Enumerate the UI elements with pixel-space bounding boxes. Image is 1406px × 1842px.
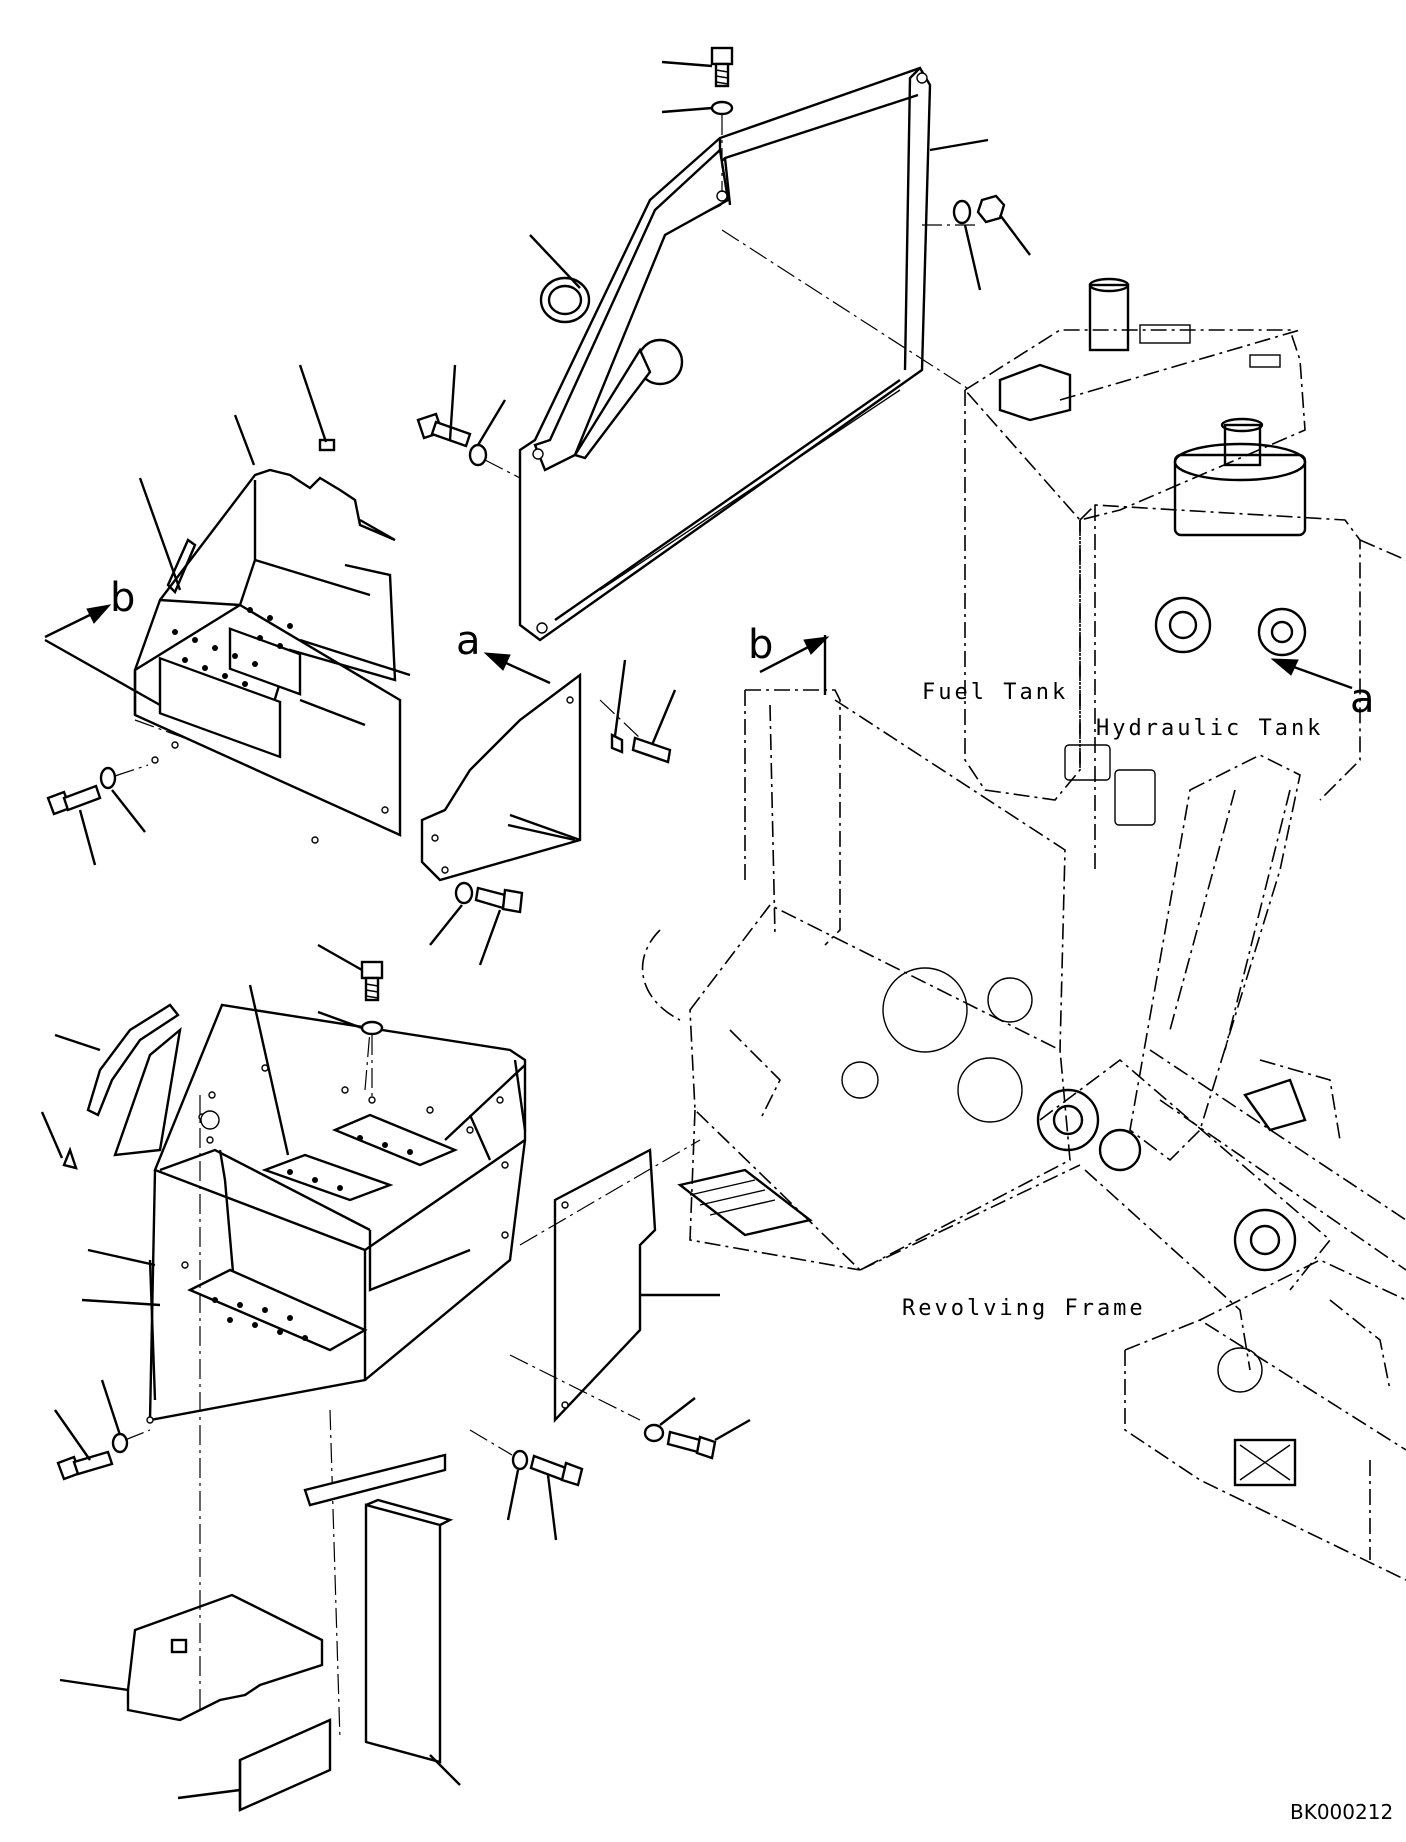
view-a-label-right: a	[1350, 676, 1375, 722]
floor-mats	[59, 1498, 461, 1812]
view-b-label-left: b	[110, 575, 136, 621]
leader-lines	[299, 638, 576, 842]
cover-bolt-left	[416, 364, 521, 479]
toolbox-door-panel	[509, 1139, 751, 1460]
view-arrows-right	[44, 604, 1353, 707]
top-bolt-washer	[661, 46, 734, 192]
curved-side-plate	[420, 659, 677, 882]
revolving-frame-assembly	[641, 277, 1406, 1581]
left-cover-bottom-bolts	[46, 764, 524, 966]
view-b-label-right: b	[748, 622, 774, 668]
side-cover-panel	[518, 66, 980, 642]
fuel-tank-label: Fuel Tank	[922, 680, 1069, 705]
drawing-code: BK000212	[1290, 1800, 1394, 1824]
toolbox-bottom-bolts	[54, 1379, 584, 1541]
revolving-frame-label: Revolving Frame	[902, 1296, 1146, 1321]
toolbox-top-bolt	[317, 943, 384, 1100]
toolbox-assembly	[40, 984, 527, 1741]
grommet-ring	[529, 234, 591, 324]
view-a-label-left: a	[456, 618, 481, 664]
left-cover-assembly	[133, 364, 402, 844]
right-nut-washer	[929, 138, 1031, 291]
hydraulic-tank-label: Hydraulic Tank	[1096, 716, 1324, 741]
